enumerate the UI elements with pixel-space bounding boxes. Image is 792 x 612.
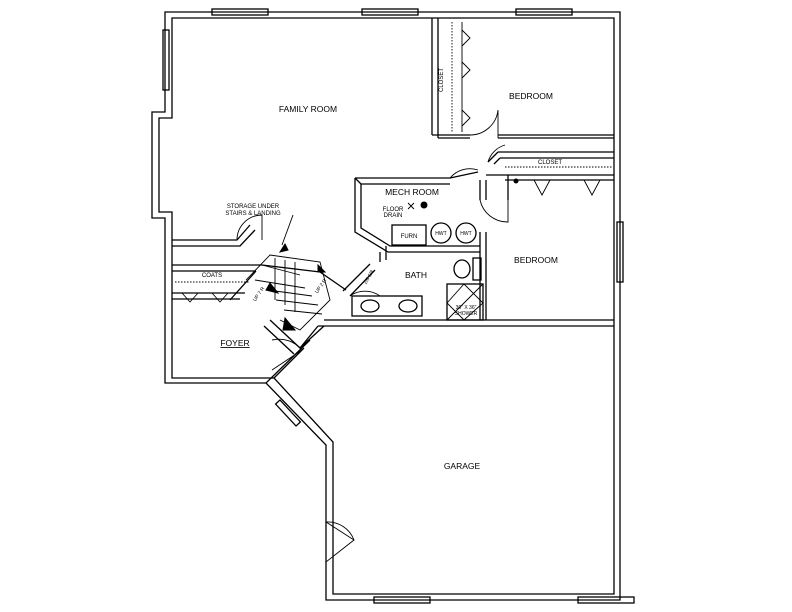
garage-label: GARAGE bbox=[444, 461, 481, 471]
exterior-walls bbox=[151, 11, 621, 601]
bedroom-1-label: BEDROOM bbox=[509, 91, 553, 101]
family-room-label: FAMILY ROOM bbox=[279, 104, 337, 114]
hwt-1-label: HWT bbox=[435, 231, 446, 237]
bath-label: BATH bbox=[405, 270, 427, 280]
window-marks bbox=[162, 8, 635, 604]
stair-up-label-1: UP 7 R bbox=[252, 286, 266, 303]
storage-label-line2: STAIRS & LANDING bbox=[225, 211, 281, 217]
foyer-label: FOYER bbox=[220, 338, 249, 348]
closet-doors bbox=[175, 29, 601, 303]
coats-label: COATS bbox=[202, 273, 222, 279]
stairs bbox=[245, 214, 331, 331]
mech-room-label: MECH ROOM bbox=[385, 187, 439, 197]
shower-label-line1: 36" X 36" bbox=[456, 305, 477, 311]
fixtures bbox=[351, 178, 519, 321]
shower-label-line2: SHOWER bbox=[455, 311, 478, 317]
bedroom-2-label: BEDROOM bbox=[514, 255, 558, 265]
interior-walls bbox=[172, 18, 614, 384]
storage-label-line1: STORAGE UNDER bbox=[227, 204, 280, 210]
floor-drain-label-line1: FLOOR bbox=[383, 207, 404, 213]
furnace-label: FURN bbox=[401, 234, 418, 240]
room-labels: FAMILY ROOM BEDROOM BEDROOM CLOSET CLOSE… bbox=[202, 68, 562, 471]
closet-1-label: CLOSET bbox=[439, 68, 445, 92]
floor-drain-label-line2: DRAIN bbox=[384, 213, 403, 219]
closet-2-label: CLOSET bbox=[538, 160, 562, 166]
door-size-label: 2/6 6/8 bbox=[363, 269, 376, 285]
doors bbox=[236, 109, 509, 563]
hwt-2-label: HWT bbox=[460, 231, 471, 237]
